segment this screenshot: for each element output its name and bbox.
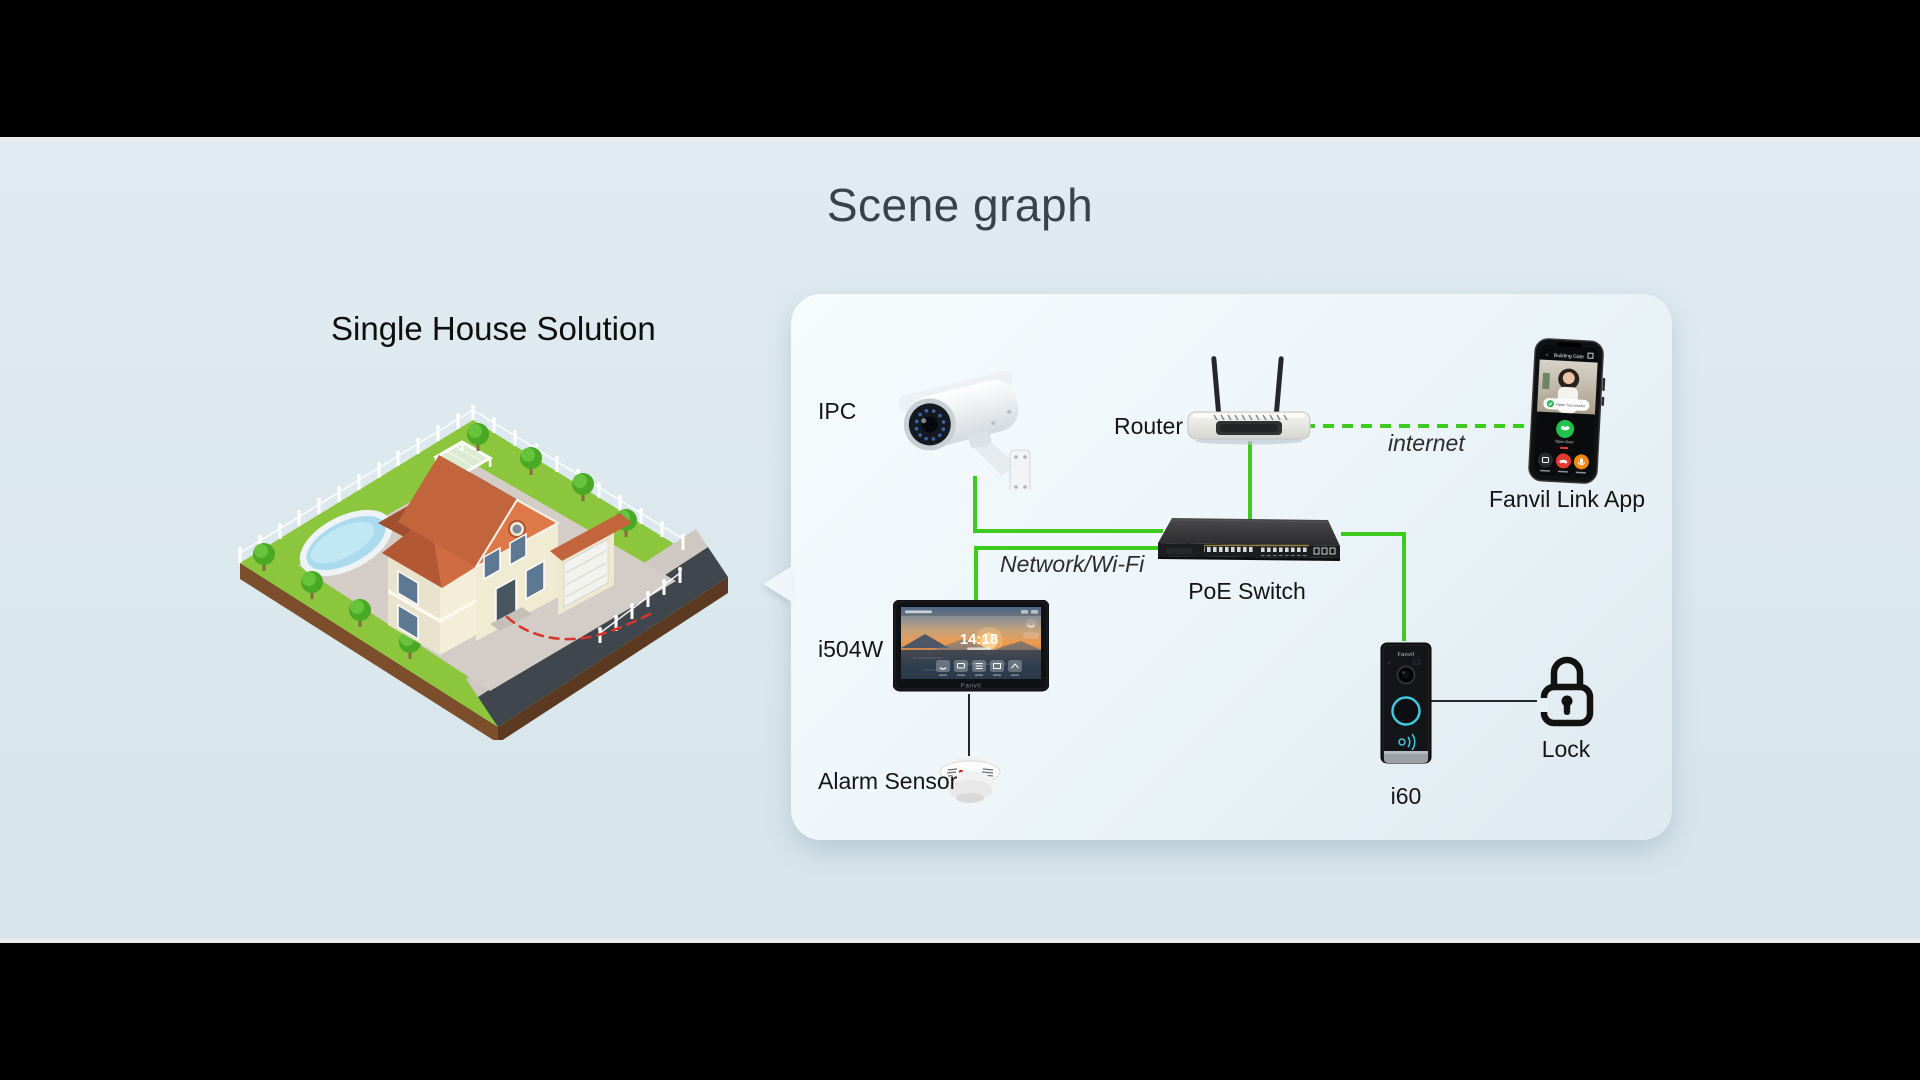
lock-gap	[1537, 698, 1548, 712]
doorphone-contactless-icon	[1398, 733, 1416, 751]
line-doorphone-down	[1402, 532, 1406, 641]
doorphone-brand: Fanvil	[1397, 652, 1414, 658]
label-poe-switch: PoE Switch	[1188, 578, 1306, 604]
line-monitor-to-switch	[974, 546, 1162, 550]
phone-toast	[1543, 398, 1590, 411]
switch-port-bank-1	[1204, 547, 1254, 555]
lock-keyhole	[1561, 695, 1573, 707]
label-fanvil-link-app: Fanvil Link App	[1489, 486, 1645, 512]
swimming-pool	[299, 509, 393, 577]
house-illustration	[238, 405, 728, 740]
monitor-call-icon	[1025, 618, 1037, 630]
phone-open-door-label: Open Door	[1555, 439, 1574, 444]
phone-header: Building Gate	[1554, 353, 1585, 361]
page-title: Scene graph	[826, 179, 1094, 231]
label-network-wifi: Network/Wi-Fi	[1000, 551, 1145, 577]
camera-bracket-arm	[974, 442, 1016, 476]
doorphone-call-button[interactable]	[1391, 696, 1421, 726]
label-internet: internet	[1388, 430, 1465, 456]
line-ipc-down	[973, 476, 977, 531]
line-internet-dashed	[1304, 424, 1526, 428]
phone-expand-icon	[1587, 352, 1594, 359]
router-illustration	[1187, 356, 1311, 445]
camera-body	[898, 370, 1019, 451]
phone-illustration: Building Gate ‹ Open Successful Open Doo…	[1528, 338, 1606, 484]
monitor-illustration: 14:18 Fanvil	[893, 600, 1049, 692]
visitor-path-dashed	[505, 611, 654, 641]
line-ipc-to-switch	[973, 529, 1163, 533]
soil-edge-left	[240, 563, 498, 740]
router-antenna-right	[1274, 356, 1284, 415]
line-switch-to-doorphone	[1341, 532, 1406, 536]
monitor-dock-icons[interactable]	[936, 660, 1022, 676]
lock-shackle	[1550, 656, 1584, 691]
label-alarm-sensor: Alarm Sensor	[818, 768, 958, 794]
switch-top-face	[1158, 518, 1340, 546]
monitor-dnd-badge	[1023, 632, 1039, 639]
diagram-panel	[791, 294, 1672, 840]
label-i504w: i504W	[818, 636, 884, 662]
ipc-camera-illustration	[898, 370, 1031, 490]
label-i60: i60	[1390, 783, 1422, 809]
monitor-brand: Fanvil	[961, 683, 981, 690]
monitor-date-text	[967, 647, 991, 650]
solution-heading: Single House Solution	[331, 310, 656, 347]
letterbox-bottom	[0, 943, 1920, 1080]
house	[378, 455, 632, 655]
label-lock: Lock	[1541, 736, 1591, 762]
doorphone-base	[1384, 751, 1428, 754]
router-antenna-left	[1211, 356, 1221, 414]
phone-timer-indicator	[1560, 446, 1569, 450]
camera-wall-plate	[1009, 449, 1031, 490]
letterbox-top	[0, 0, 1920, 137]
poe-switch-illustration	[1158, 518, 1340, 561]
phone-toast-text: Open Successful	[1556, 403, 1585, 409]
phone-back-icon: ‹	[1546, 352, 1548, 358]
label-ipc: IPC	[818, 398, 857, 424]
phone-snapshot-button[interactable]	[1537, 452, 1554, 468]
monitor-statusbar-text	[905, 610, 932, 614]
soil-edge-right	[498, 577, 728, 740]
label-router: Router	[1113, 413, 1183, 439]
doorphone-illustration: Fanvil	[1380, 642, 1432, 764]
phone-notch	[1557, 342, 1582, 348]
line-monitor-down	[974, 546, 978, 603]
line-router-to-switch	[1248, 441, 1252, 523]
lock-illustration	[1537, 656, 1594, 727]
switch-port-bank-2	[1259, 547, 1309, 556]
monitor-clock: 14:18	[960, 631, 998, 648]
panel-pointer	[763, 566, 792, 602]
alarm-sensor-illustration	[939, 757, 1001, 803]
line-monitor-to-alarm	[968, 694, 970, 756]
line-doorphone-to-lock	[1431, 700, 1539, 702]
